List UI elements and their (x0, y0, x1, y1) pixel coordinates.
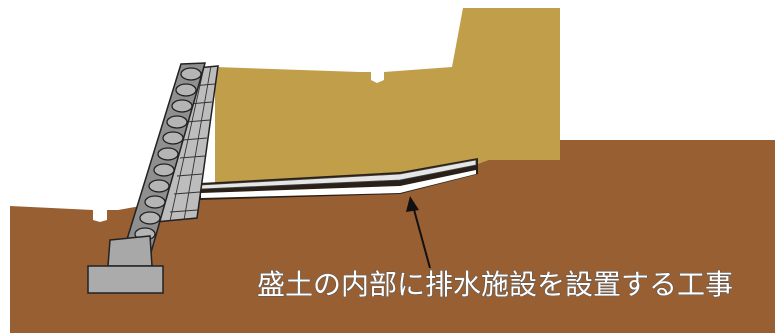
drain-pipe-lower (201, 170, 476, 198)
embankment-fill (215, 8, 560, 193)
caption: 盛土の内部に排水施設を設置する工事 (257, 268, 733, 301)
wall-base-stem (107, 235, 153, 267)
natural-ground (10, 140, 775, 333)
wall-footing (87, 265, 164, 294)
arrow-head (406, 196, 419, 212)
retaining-wall (87, 62, 219, 294)
wall-crib-units (134, 67, 202, 241)
wall-grid-lines (169, 65, 216, 222)
arrow-to-drain (406, 196, 431, 269)
